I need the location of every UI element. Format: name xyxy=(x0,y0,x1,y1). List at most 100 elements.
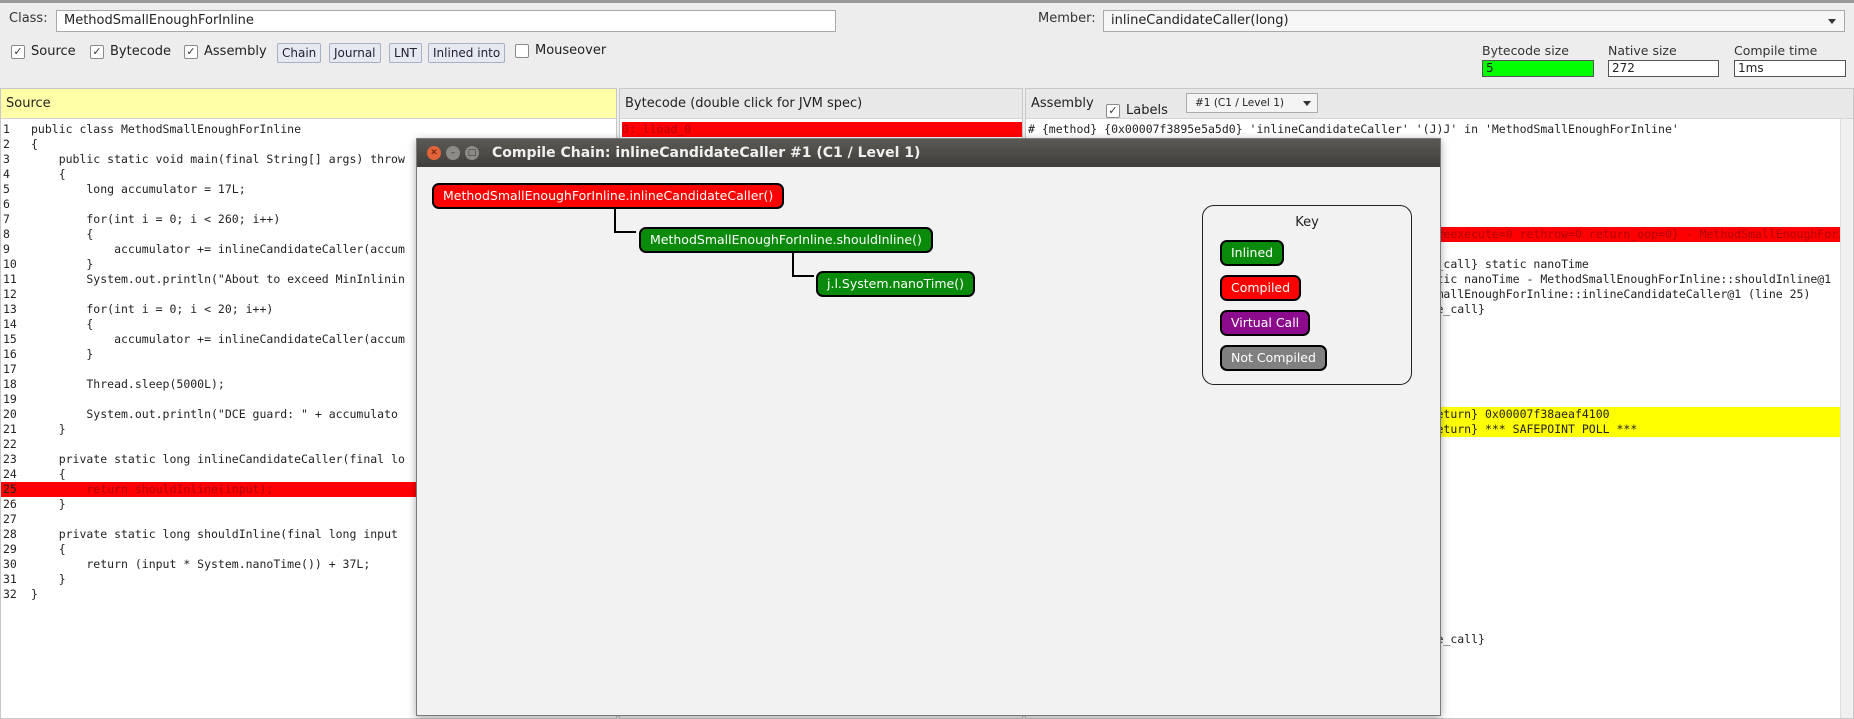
source-line[interactable]: 24 { xyxy=(1,467,616,482)
source-line[interactable]: 8 { xyxy=(1,227,616,242)
mouseover-checkbox[interactable]: Mouseover xyxy=(515,43,606,58)
line-number: 24 xyxy=(3,467,17,481)
source-line[interactable]: 22 xyxy=(1,437,616,452)
source-line[interactable]: 11 System.out.println("About to exceed M… xyxy=(1,272,616,287)
source-line[interactable]: 14 { xyxy=(1,317,616,332)
source-line[interactable]: 2{ xyxy=(1,137,616,152)
assembly-checkbox[interactable]: ✓ Assembly xyxy=(184,44,267,59)
lnt-button[interactable]: LNT xyxy=(389,43,422,63)
line-text: ;*lload_0 {reexecute=0 rethrow=0 return_… xyxy=(1360,227,1853,241)
line-text: } xyxy=(31,347,94,361)
source-line[interactable]: 30 return (input * System.nanoTime()) + … xyxy=(1,557,616,572)
line-text: private static long inlineCandidateCalle… xyxy=(31,452,405,466)
compilation-select[interactable]: #1 (C1 / Level 1) xyxy=(1186,93,1318,113)
chain-node-nanotime[interactable]: j.l.System.nanoTime() xyxy=(816,271,975,297)
legend-title: Key xyxy=(1295,215,1319,230)
chain-connector xyxy=(614,231,636,233)
source-line[interactable]: 18 Thread.sleep(5000L); xyxy=(1,377,616,392)
line-number: 21 xyxy=(3,422,17,436)
source-line[interactable]: 17 xyxy=(1,362,616,377)
assembly-checkbox-label: Assembly xyxy=(204,44,267,59)
source-line[interactable]: 7 for(int i = 0; i < 260; i++) xyxy=(1,212,616,227)
source-line[interactable]: 15 accumulator += inlineCandidateCaller(… xyxy=(1,332,616,347)
compile-time-label: Compile time xyxy=(1734,43,1818,58)
member-select[interactable]: inlineCandidateCaller(long) xyxy=(1103,10,1845,32)
line-number: 23 xyxy=(3,452,17,466)
line-text: public class MethodSmallEnoughForInline xyxy=(31,122,302,136)
chain-connector xyxy=(792,247,794,277)
line-number: 4 xyxy=(3,167,10,181)
source-line[interactable]: 27 xyxy=(1,512,616,527)
line-text: # {method} {0x00007f3895e5a5d0} 'inlineC… xyxy=(1028,122,1679,136)
source-line[interactable]: 6 xyxy=(1,197,616,212)
line-text: { xyxy=(31,317,94,331)
checkbox-empty xyxy=(515,43,529,58)
legend-item-not-compiled: Not Compiled xyxy=(1220,345,1327,371)
source-line[interactable]: 21 } xyxy=(1,422,616,437)
assembly-scrollbar[interactable] xyxy=(1840,119,1853,718)
bytecode-checkbox[interactable]: ✓ Bytecode xyxy=(90,44,171,59)
compile-chain-dialog: ✕ – □ Compile Chain: inlineCandidateCall… xyxy=(416,138,1441,716)
close-icon[interactable]: ✕ xyxy=(427,146,441,160)
source-line[interactable]: 9 accumulator += inlineCandidateCaller(a… xyxy=(1,242,616,257)
line-number: 26 xyxy=(3,497,17,511)
source-line[interactable]: 3 public static void main(final String[]… xyxy=(1,152,616,167)
source-line[interactable]: 31 } xyxy=(1,572,616,587)
line-number: 2 xyxy=(3,137,10,151)
line-text: return (input * System.nanoTime()) + 37L… xyxy=(31,557,371,571)
line-text: Thread.sleep(5000L); xyxy=(31,377,225,391)
line-number: 28 xyxy=(3,527,17,541)
legend-key: Key Inlined Compiled Virtual Call Not Co… xyxy=(1202,205,1412,385)
native-size-value: 272 xyxy=(1608,60,1719,77)
source-line[interactable]: 23 private static long inlineCandidateCa… xyxy=(1,452,616,467)
chevron-down-icon xyxy=(1828,19,1836,24)
compilation-select-value: #1 (C1 / Level 1) xyxy=(1195,97,1284,109)
line-number: 11 xyxy=(3,272,17,286)
line-number: 27 xyxy=(3,512,17,526)
journal-button[interactable]: Journal xyxy=(329,43,381,63)
source-line[interactable]: 16 } xyxy=(1,347,616,362)
line-number: 8 xyxy=(3,227,10,241)
minimize-icon[interactable]: – xyxy=(446,146,460,160)
native-size-label: Native size xyxy=(1608,43,1677,58)
check-icon: ✓ xyxy=(184,44,198,59)
chain-button[interactable]: Chain xyxy=(277,43,322,63)
line-text: for(int i = 0; i < 20; i++) xyxy=(31,302,274,316)
source-checkbox-label: Source xyxy=(31,44,76,59)
member-label: Member: xyxy=(1038,11,1096,26)
labels-checkbox[interactable]: ✓ Labels xyxy=(1106,96,1168,126)
inlined-into-button[interactable]: Inlined into xyxy=(428,43,506,63)
line-number: 29 xyxy=(3,542,17,556)
dialog-titlebar[interactable]: ✕ – □ Compile Chain: inlineCandidateCall… xyxy=(417,139,1440,167)
line-number: 19 xyxy=(3,392,17,406)
line-number: 9 xyxy=(3,242,10,256)
source-line[interactable]: 20 System.out.println("DCE guard: " + ac… xyxy=(1,407,616,422)
source-line[interactable]: 28 private static long shouldInline(fina… xyxy=(1,527,616,542)
bytecode-line[interactable]: 0: lload_0 xyxy=(622,122,1022,137)
source-line[interactable]: 13 for(int i = 0; i < 20; i++) xyxy=(1,302,616,317)
chain-node-should-inline[interactable]: MethodSmallEnoughForInline.shouldInline(… xyxy=(639,227,933,253)
line-number: 3 xyxy=(3,152,10,166)
source-line[interactable]: 10 } xyxy=(1,257,616,272)
chevron-down-icon xyxy=(1303,101,1311,106)
source-checkbox[interactable]: ✓ Source xyxy=(11,44,76,59)
source-line[interactable]: 12 xyxy=(1,287,616,302)
chain-node-inline-candidate-caller[interactable]: MethodSmallEnoughForInline.inlineCandida… xyxy=(432,183,785,209)
line-text: } xyxy=(31,572,66,586)
maximize-icon[interactable]: □ xyxy=(465,146,479,160)
line-number: 20 xyxy=(3,407,17,421)
assembly-line[interactable]: # {method} {0x00007f3895e5a5d0} 'inlineC… xyxy=(1028,122,1853,137)
source-line[interactable]: 4 { xyxy=(1,167,616,182)
line-number: 14 xyxy=(3,317,17,331)
source-line[interactable]: 32} xyxy=(1,587,616,602)
line-text: 0: lload_0 xyxy=(622,122,692,136)
mouseover-checkbox-label: Mouseover xyxy=(535,43,607,58)
line-text: { xyxy=(31,542,66,556)
line-text: return shouldInline(input); xyxy=(31,482,274,496)
class-field[interactable]: MethodSmallEnoughForInline xyxy=(56,10,836,32)
source-line[interactable]: 5 long accumulator = 17L; xyxy=(1,182,616,197)
source-line[interactable]: 19 xyxy=(1,392,616,407)
source-line[interactable]: 29 { xyxy=(1,542,616,557)
source-line[interactable]: 26 } xyxy=(1,497,616,512)
